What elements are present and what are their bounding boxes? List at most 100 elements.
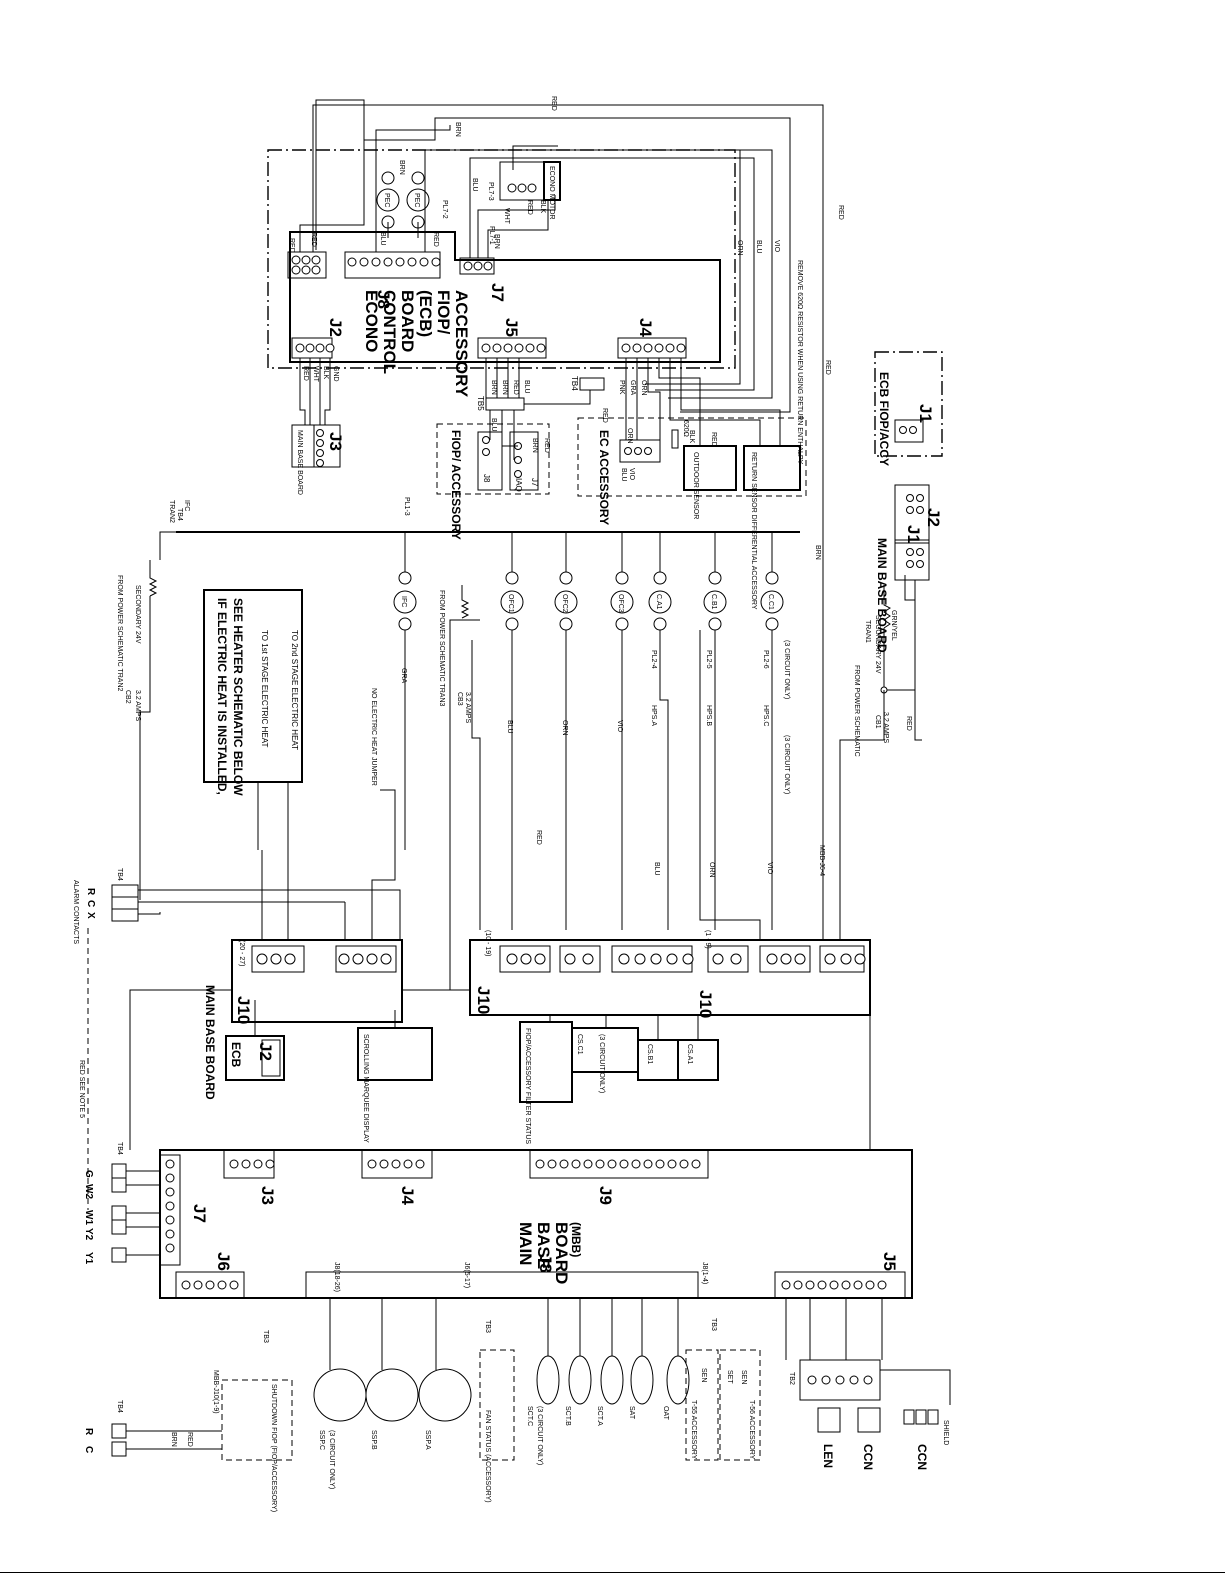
mbb-j8-label: J8 bbox=[536, 1254, 555, 1273]
pec-sensors: PEC PEC bbox=[376, 171, 430, 229]
ecb-j8-connector bbox=[287, 251, 441, 279]
ecb-j4-connector bbox=[617, 337, 687, 359]
wire-gnd-j3: GND bbox=[332, 366, 339, 382]
wire-orn-mid2: ORN bbox=[708, 862, 715, 878]
cb3-amps: 3.2 AMPS bbox=[464, 692, 471, 723]
t55-label: T-55 ACCESSORY bbox=[690, 1400, 697, 1460]
ecb-j2-label: J2 bbox=[326, 318, 345, 337]
mbb-j6-label: J6 bbox=[214, 1252, 233, 1271]
tb5-terminal bbox=[485, 397, 525, 411]
terminal-w1: W1 bbox=[83, 1210, 94, 1225]
sct-c-note: (3 CIRCUIT ONLY) bbox=[536, 1406, 543, 1465]
outdoor-sensor-box bbox=[683, 445, 737, 491]
bottom-devices: SHUTDOWN FIOP (FIOP/ACCESSORY) MBB-J10(1… bbox=[126, 1298, 951, 1512]
main-base-board: J3 J4 J9 MAIN BASE BOARD (MBB) J7 J6 J8 … bbox=[159, 1149, 913, 1299]
len-connector bbox=[817, 1407, 841, 1433]
wire-blu-mid2: BLU bbox=[653, 862, 660, 876]
mbb-j3-top: MAIN BASE BOARD J3 RED WHT BLK GND bbox=[291, 358, 345, 495]
alarm-x: X bbox=[85, 912, 96, 919]
hps-c-label: HPS.C bbox=[762, 705, 769, 726]
t56-box bbox=[719, 1349, 761, 1461]
pl1-3-label: PL1-3 bbox=[403, 497, 410, 516]
mbb-j7-label: J7 bbox=[190, 1204, 209, 1223]
tb4-terminal-small bbox=[579, 377, 605, 391]
no-heat-jumper: NO ELECTRIC HEAT JUMPER bbox=[370, 688, 377, 786]
fiop-j8-label: J8 bbox=[482, 474, 491, 483]
tb4-small-label: TB4 bbox=[570, 376, 579, 391]
ssp-c-sensor bbox=[313, 1368, 367, 1422]
wire-blk-motor: BLK bbox=[539, 200, 546, 214]
econo-motor: ECONO MOTOR bbox=[499, 161, 561, 220]
ssp-a-label: SSP.A bbox=[424, 1430, 431, 1450]
econo-motor-label: ECONO MOTOR bbox=[548, 166, 555, 220]
mbb-j4-box bbox=[361, 1149, 433, 1179]
ssp-b-sensor bbox=[365, 1368, 419, 1422]
alarm-c: C bbox=[85, 900, 96, 907]
mbb-j5-box bbox=[774, 1271, 906, 1299]
wire-wht-j3: WHT bbox=[312, 366, 319, 383]
wire-blu-ec: BLU bbox=[620, 468, 627, 482]
ssp-b-label: SSP.B bbox=[370, 1430, 377, 1450]
terminal-g: G bbox=[83, 1170, 94, 1178]
wire-vio-mid: VIO bbox=[616, 720, 623, 733]
tb3-label-mid: TB3 bbox=[484, 1320, 491, 1333]
wire-brn-j5: BRN bbox=[490, 380, 497, 395]
ecb-j5-label: J5 bbox=[502, 318, 521, 337]
wire-blu-mid: BLU bbox=[506, 720, 513, 734]
fiop-accessory-block: FIOP/ ACCESSORY J8 IAQ J7 TB5 TB4 BRN BR… bbox=[436, 358, 605, 540]
wire-brn-right: BRN bbox=[814, 545, 821, 560]
wire-wht-motor: WHT bbox=[503, 208, 510, 225]
mbb-title-line3: BOARD bbox=[552, 1222, 571, 1284]
wire-red-j3: RED bbox=[302, 366, 309, 381]
pec2-label: PEC bbox=[413, 193, 420, 207]
cb2-amps: 3.2 AMPS bbox=[134, 690, 141, 721]
circuit3-note-1: (3 CIRCUIT ONLY) bbox=[783, 640, 790, 699]
mbb-j7-box bbox=[159, 1154, 181, 1266]
fan-status-label: FAN STATUS (ACCESSORY) bbox=[484, 1410, 491, 1503]
wire-blk-ec: BLK bbox=[688, 430, 695, 444]
mbb-title-line1: MAIN bbox=[516, 1222, 535, 1265]
page-footer-rule bbox=[0, 1572, 1225, 1573]
ecb-j2-connector bbox=[291, 337, 335, 359]
alarm-red-note: RED SEE NOTE 5 bbox=[78, 1060, 85, 1118]
terminal-c-bottom: C bbox=[83, 1446, 94, 1453]
mbb-j10-conn-left: J10 bbox=[234, 996, 253, 1024]
mbb-j10-conn-right2: J10 bbox=[696, 990, 715, 1018]
ecb-title-line1: ECONO bbox=[362, 290, 381, 352]
econo-board-outline bbox=[289, 231, 721, 363]
tran1-secondary: SECONDARY 24V bbox=[874, 615, 881, 674]
ecb-title-line2: CONTROL bbox=[380, 290, 399, 374]
hps-b-label: HPS.B bbox=[705, 705, 712, 726]
wire-red-iaq: RED bbox=[543, 438, 550, 453]
mbb-j6-4-label: MBB-J6-4 bbox=[818, 845, 825, 876]
ec-accessory-block: EC ACCESSORY OUTDOOR SENSOR RETURN SENSO… bbox=[577, 358, 807, 610]
mbb-j10-1-9-label: MBB-J10(1-9) bbox=[212, 1370, 219, 1414]
stage2-heat: TO 2nd STAGE ELECTRIC HEAT bbox=[290, 630, 299, 750]
t56-set: SET bbox=[726, 1370, 733, 1384]
ifc-coil bbox=[393, 590, 417, 614]
mbb-right-label: MAIN BASE BOARD bbox=[875, 538, 889, 653]
tb2-label: TB2 bbox=[788, 1372, 795, 1385]
thermostat-tb4-bottom: TB4 bbox=[116, 1400, 123, 1413]
csc1-note: (3 CIRCUIT ONLY) bbox=[598, 1034, 605, 1093]
wire-red-top: RED bbox=[550, 96, 557, 111]
ec-accessory-box bbox=[577, 417, 807, 497]
right-side-boards: ECB FIOP/ACCY J1 MAIN BASE BOARD J1 J2 F… bbox=[839, 351, 943, 920]
sct-c-label: SCT.C bbox=[526, 1406, 533, 1426]
tb4-label-top: TB4 bbox=[176, 508, 183, 521]
mbb-j10-left: MAIN BASE BOARD J10 (20 - 27) bbox=[203, 939, 403, 1100]
pl2-5-label: PL2-5 bbox=[705, 650, 712, 669]
pl7-2-label: PL7-2 bbox=[441, 200, 448, 219]
ssp-c-note: (3 CIRCUIT ONLY) bbox=[328, 1430, 335, 1489]
outdoor-sensor-label: OUTDOOR SENSOR bbox=[692, 452, 699, 519]
wire-blu-top2: BLU bbox=[755, 240, 762, 254]
wire-red-right2: RED bbox=[824, 360, 831, 375]
t55-sen: SEN bbox=[700, 1368, 707, 1382]
mbb-right-j2-box bbox=[894, 484, 930, 544]
resistor-620-label: 620Ω bbox=[682, 420, 689, 437]
ecb-title-line5: FIOP/ bbox=[434, 290, 453, 335]
pl7-1-label: PL7-1 bbox=[488, 226, 495, 245]
shutdown-fiop-label: SHUTDOWN FIOP (FIOP/ACCESSORY) bbox=[270, 1384, 277, 1512]
ecb-fiop-accy-box bbox=[874, 351, 943, 457]
